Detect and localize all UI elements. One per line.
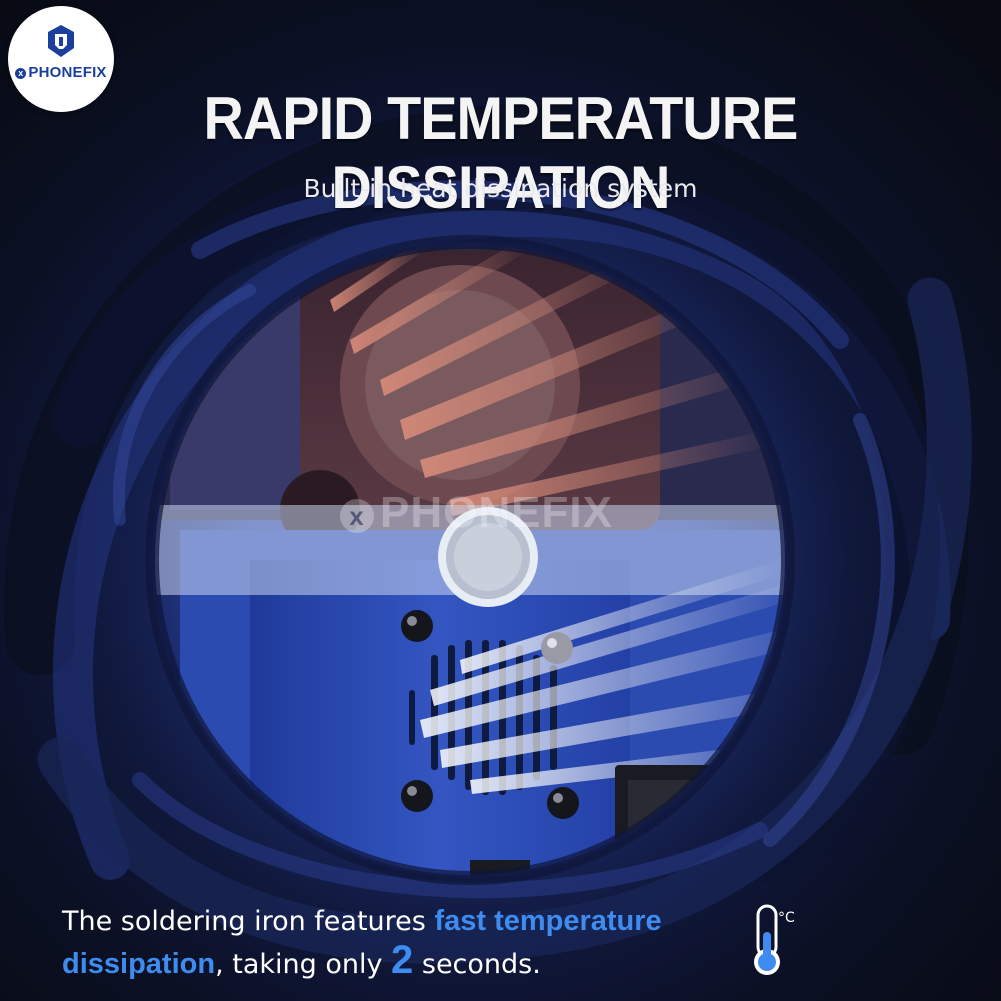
caption-highlight: fast temperature dissipation [62,905,662,980]
watermark-text: PHONEFIX [380,488,613,537]
watermark-x-icon: x [340,499,374,533]
caption: The soldering iron features fast tempera… [62,902,782,984]
temperature-unit: °C [778,910,795,926]
caption-part3: seconds. [413,949,541,980]
thermometer-icon [754,904,780,975]
page-subtitle: Built-in heat dissipation system [303,174,698,203]
logo-brand: PHONEFIX [28,64,107,81]
page-title: RAPID TEMPERATURE DISSIPATION [203,85,799,221]
caption-part2: , taking only [215,949,392,980]
wrench-shield-icon [48,25,74,57]
caption-number: 2 [391,938,414,982]
logo-x-icon: x [15,68,27,79]
caption-part1: The soldering iron features [62,906,435,937]
